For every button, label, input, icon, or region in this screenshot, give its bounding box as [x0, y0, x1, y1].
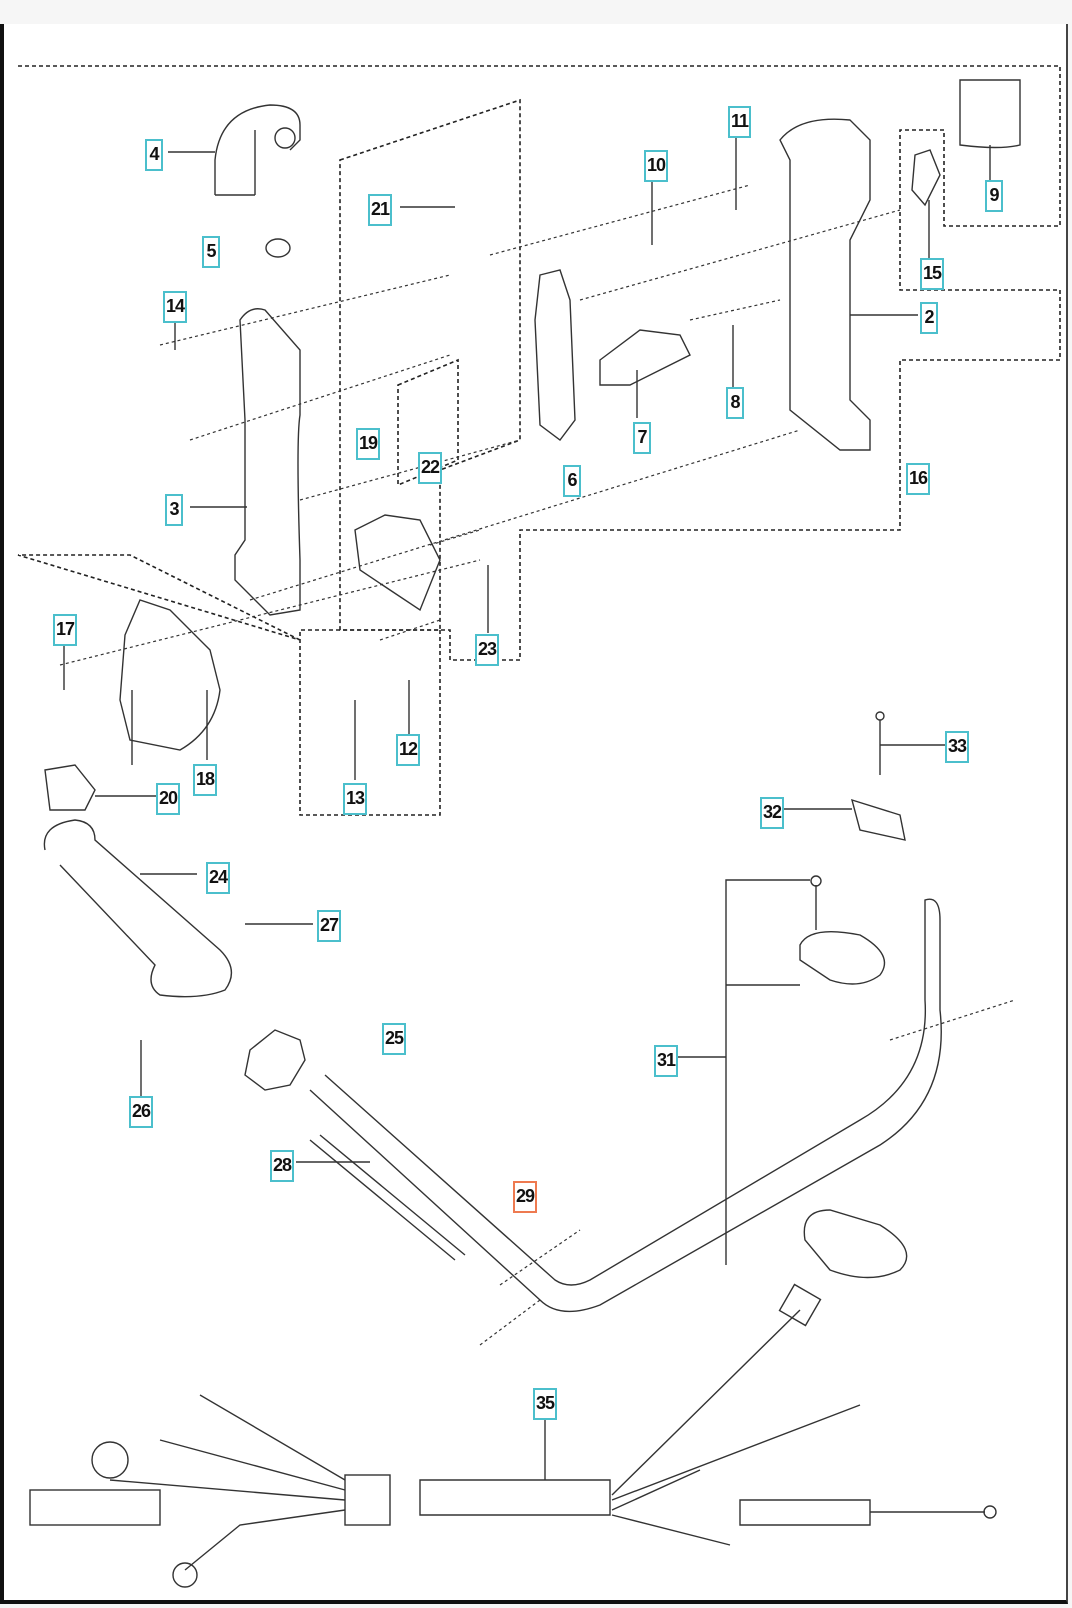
callout-22[interactable]: 22 [418, 452, 443, 484]
callout-35[interactable]: 35 [533, 1388, 558, 1420]
part-6 [534, 269, 576, 441]
callout-10[interactable]: 10 [644, 150, 669, 182]
callout-33[interactable]: 33 [945, 731, 970, 763]
callout-20[interactable]: 20 [156, 783, 181, 815]
callout-29-highlighted[interactable]: 29 [513, 1181, 538, 1213]
callout-13[interactable]: 13 [343, 783, 368, 815]
callout-6[interactable]: 6 [563, 465, 581, 497]
callout-15[interactable]: 15 [920, 258, 945, 290]
part-35-sleeve [419, 1479, 611, 1516]
part-29 [309, 898, 942, 1313]
part-31a [799, 930, 886, 985]
part-18 [119, 599, 221, 751]
part-4 [214, 104, 301, 196]
callout-32[interactable]: 32 [760, 797, 785, 829]
callout-18[interactable]: 18 [193, 764, 218, 796]
part-24 [43, 819, 233, 998]
group-boundary-inner [339, 98, 521, 631]
part-9 [959, 79, 1021, 149]
callout-21[interactable]: 21 [368, 194, 393, 226]
part-32 [850, 798, 906, 841]
callout-24[interactable]: 24 [206, 862, 231, 894]
callout-17[interactable]: 17 [53, 614, 78, 646]
callout-11[interactable]: 11 [728, 106, 752, 138]
part-2 [779, 118, 871, 451]
callout-28[interactable]: 28 [270, 1150, 295, 1182]
part-35-wires-right [611, 1309, 861, 1546]
part-20 [44, 764, 96, 811]
callout-14[interactable]: 14 [163, 291, 188, 323]
part-7 [599, 329, 691, 386]
part-28 [309, 1134, 466, 1261]
callout-16[interactable]: 16 [906, 463, 931, 495]
callout-9[interactable]: 9 [985, 180, 1003, 212]
callout-5[interactable]: 5 [202, 236, 220, 268]
part-25 [244, 1029, 306, 1091]
callout-25[interactable]: 25 [382, 1023, 407, 1055]
callout-31[interactable]: 31 [654, 1045, 679, 1077]
callout-2[interactable]: 2 [920, 302, 938, 334]
callout-3[interactable]: 3 [165, 494, 183, 526]
part-bracket [354, 514, 441, 612]
part-15 [911, 149, 941, 207]
callout-8[interactable]: 8 [726, 387, 744, 419]
group-boundary-main [17, 65, 1061, 816]
callout-4[interactable]: 4 [145, 139, 163, 171]
group-boundary-22 [397, 358, 459, 487]
part-31b [803, 1209, 908, 1279]
part-3 [234, 308, 301, 616]
callout-26[interactable]: 26 [129, 1096, 154, 1128]
callout-7[interactable]: 7 [633, 422, 651, 454]
callout-12[interactable]: 12 [396, 734, 421, 766]
callout-19[interactable]: 19 [356, 428, 381, 460]
part-35-wires-left [109, 1394, 346, 1571]
callout-27[interactable]: 27 [317, 910, 342, 942]
callout-23[interactable]: 23 [475, 634, 500, 666]
